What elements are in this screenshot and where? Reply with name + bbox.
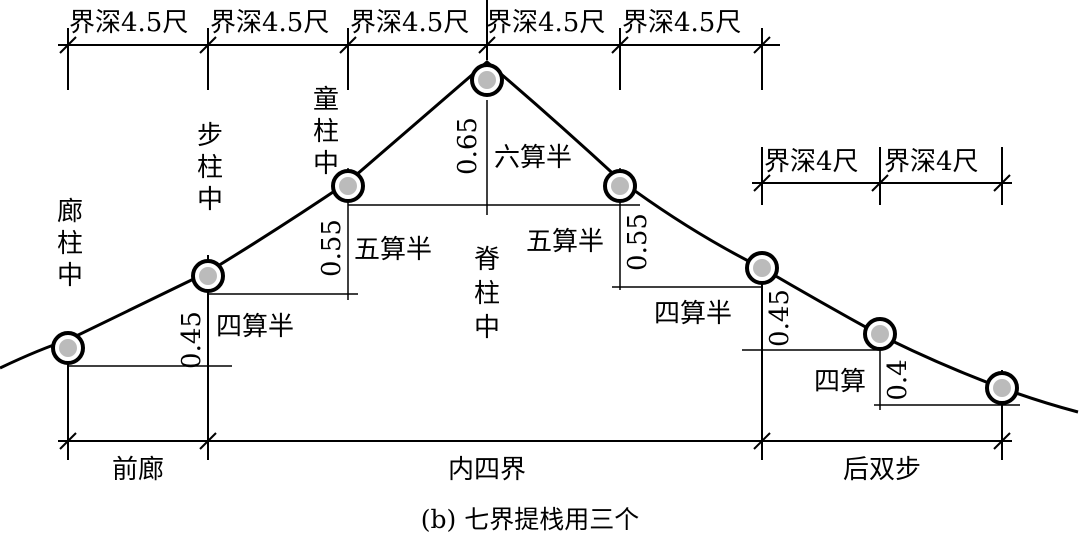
label-porch-column: 廊 柱 中 <box>57 197 83 291</box>
purlin-icon <box>745 251 779 285</box>
rise-value: 0.65 <box>453 117 483 175</box>
right-dim-1: 界深4尺 <box>764 147 859 177</box>
top-dim-3: 界深4.5尺 <box>350 8 469 38</box>
pitch-label: 五算半 <box>354 235 432 265</box>
figure-caption: (b) 七界提栈用三个 <box>421 505 639 534</box>
label-char: 廊 <box>57 197 83 227</box>
rise-baselines <box>68 100 1020 410</box>
label-char: 脊 <box>474 245 500 275</box>
span-rear-double-step: 后双步 <box>843 455 921 485</box>
purlin-icon <box>863 317 897 351</box>
pitch-label: 五算半 <box>526 227 604 257</box>
top-dim-4: 界深4.5尺 <box>486 8 605 38</box>
bottom-dimension-line <box>58 255 1012 460</box>
pitch-label: 四算半 <box>654 299 732 329</box>
rise-value: 0.4 <box>883 359 913 400</box>
rise-value: 0.45 <box>765 289 795 347</box>
purlins <box>51 63 1019 405</box>
label-char: 童 <box>313 85 339 115</box>
span-inner-four-bays: 内四界 <box>448 455 526 485</box>
label-char: 中 <box>474 313 500 343</box>
rise-value: 0.45 <box>177 311 207 369</box>
span-front-porch: 前廊 <box>112 455 164 485</box>
purlin-icon <box>191 259 225 293</box>
label-char: 中 <box>197 185 223 215</box>
label-char: 柱 <box>474 279 500 309</box>
label-char: 柱 <box>197 153 223 183</box>
pitch-label: 四算 <box>814 367 866 397</box>
top-dimension-line <box>58 0 780 90</box>
top-dim-5: 界深4.5尺 <box>622 8 741 38</box>
label-char: 柱 <box>57 229 83 259</box>
rise-value: 0.55 <box>623 213 653 271</box>
top-dim-1: 界深4.5尺 <box>69 8 188 38</box>
roof-profile-curve <box>0 60 1079 414</box>
purlin-icon <box>470 63 504 97</box>
purlin-icon <box>985 371 1019 405</box>
label-ridge-column: 脊 柱 中 <box>474 245 500 343</box>
rise-value: 0.55 <box>317 219 347 277</box>
label-char: 中 <box>313 149 339 179</box>
purlin-icon <box>51 331 85 365</box>
pitch-label: 六算半 <box>494 143 572 173</box>
pitch-label: 四算半 <box>216 312 294 342</box>
purlin-icon <box>331 169 365 203</box>
label-boy-column: 童 柱 中 <box>313 85 339 179</box>
label-char: 中 <box>57 261 83 291</box>
label-step-column: 步 柱 中 <box>197 121 223 215</box>
label-char: 柱 <box>313 117 339 147</box>
right-dimension-line <box>752 147 1012 205</box>
top-dim-2: 界深4.5尺 <box>210 8 329 38</box>
purlin-icon <box>603 169 637 203</box>
right-dim-2: 界深4尺 <box>884 147 979 177</box>
label-char: 步 <box>197 121 223 151</box>
